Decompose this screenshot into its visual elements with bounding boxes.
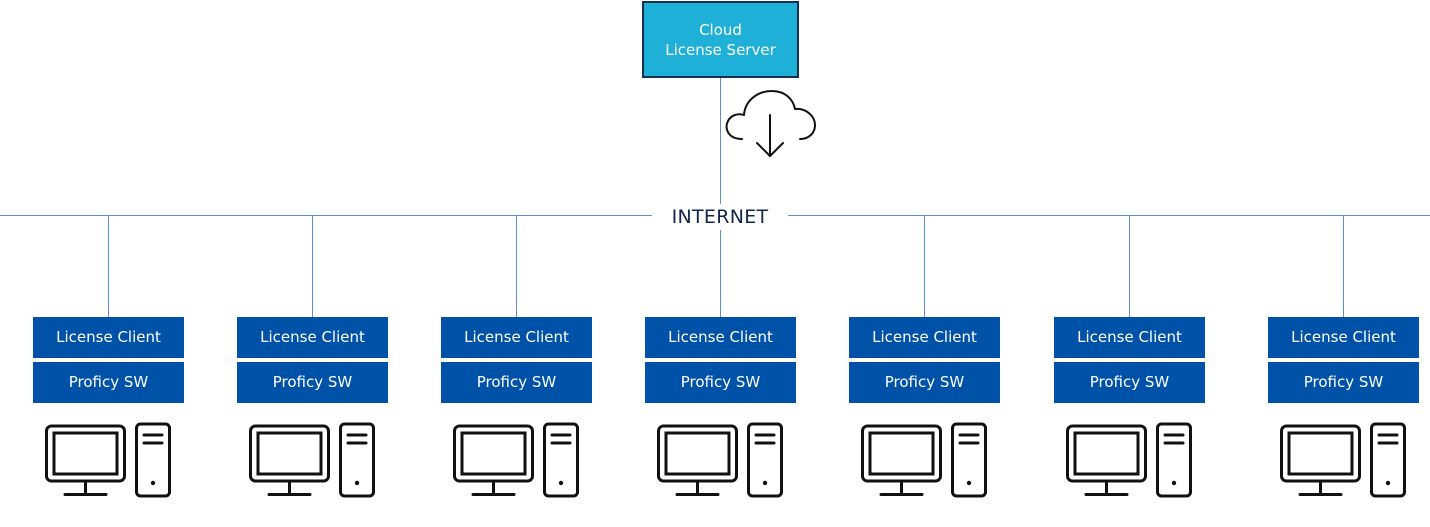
client-connector xyxy=(1343,215,1344,317)
license-client-box: License Client xyxy=(645,317,796,358)
server-connector xyxy=(720,78,721,215)
proficy-sw-box: Proficy SW xyxy=(849,362,1000,403)
desktop-computer-icon xyxy=(1066,422,1192,498)
license-client-box: License Client xyxy=(237,317,388,358)
cloud-license-server: Cloud License Server xyxy=(642,1,799,78)
license-client-box: License Client xyxy=(1054,317,1205,358)
desktop-computer-icon xyxy=(45,422,171,498)
proficy-sw-box: Proficy SW xyxy=(441,362,592,403)
license-client-box: License Client xyxy=(33,317,184,358)
server-title-line2: License Server xyxy=(665,40,776,59)
internet-label: INTERNET xyxy=(652,204,788,230)
client-connector xyxy=(1129,215,1130,317)
cloud-download-icon xyxy=(725,90,816,157)
proficy-sw-box: Proficy SW xyxy=(1054,362,1205,403)
client-connector xyxy=(108,215,109,317)
desktop-computer-icon xyxy=(657,422,783,498)
desktop-computer-icon xyxy=(1280,422,1406,498)
license-client-box: License Client xyxy=(441,317,592,358)
client-connector xyxy=(516,215,517,317)
desktop-computer-icon xyxy=(249,422,375,498)
proficy-sw-box: Proficy SW xyxy=(1268,362,1419,403)
desktop-computer-icon xyxy=(453,422,579,498)
desktop-computer-icon xyxy=(861,422,987,498)
client-connector xyxy=(312,215,313,317)
license-client-box: License Client xyxy=(849,317,1000,358)
license-client-box: License Client xyxy=(1268,317,1419,358)
client-connector xyxy=(720,230,721,317)
proficy-sw-box: Proficy SW xyxy=(645,362,796,403)
server-title-line1: Cloud xyxy=(699,20,742,39)
client-connector xyxy=(924,215,925,317)
proficy-sw-box: Proficy SW xyxy=(33,362,184,403)
proficy-sw-box: Proficy SW xyxy=(237,362,388,403)
